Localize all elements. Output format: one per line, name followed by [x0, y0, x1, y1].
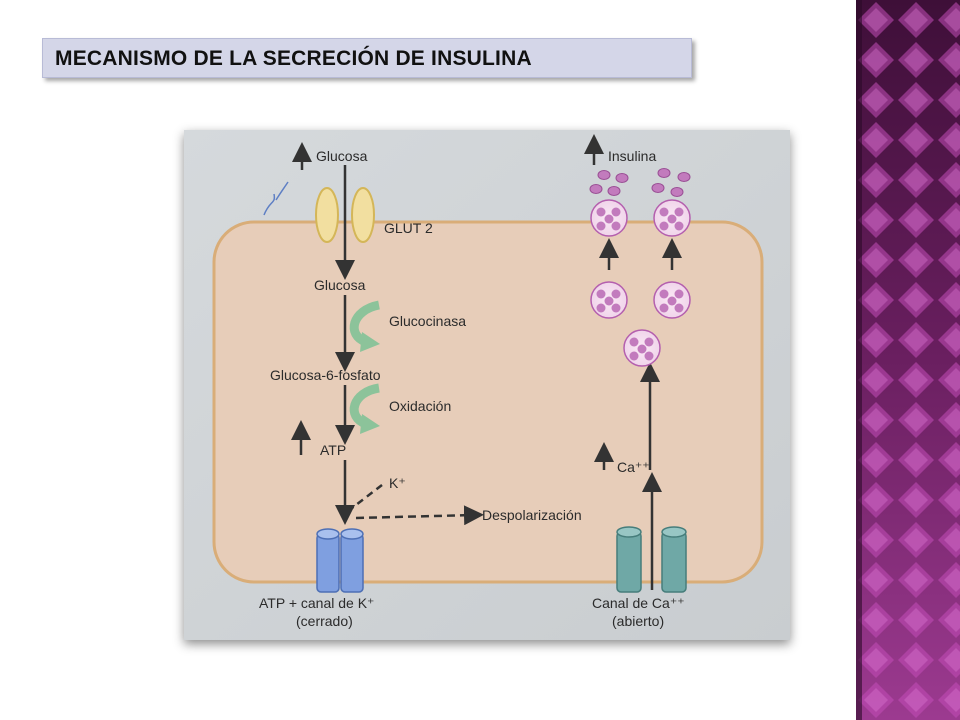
label-atp-channel-state: (cerrado) [296, 613, 353, 629]
insulin-granule [653, 281, 691, 319]
oxidacion-curved-arrow [349, 383, 381, 434]
label-glucosa-inner: Glucosa [314, 277, 366, 293]
insulin-granule [590, 199, 628, 237]
label-glucosa-6-fosfato: Glucosa-6-fosfato [270, 367, 381, 383]
label-glucocinasa: Glucocinasa [389, 313, 466, 329]
released-insulin [589, 168, 691, 197]
glucocinasa-curved-arrow [349, 300, 381, 352]
label-glucosa-top: Glucosa [316, 148, 368, 164]
label-insulina: Insulina [608, 148, 656, 164]
atp-potassium-channel [316, 528, 364, 593]
label-k-ion: K⁺ [389, 475, 406, 491]
label-ca-channel: Canal de Ca⁺⁺ [592, 595, 685, 611]
label-atp: ATP [320, 442, 346, 458]
insulin-granule [590, 281, 628, 319]
handwriting-mark [263, 181, 289, 216]
label-ca-channel-state: (abierto) [612, 613, 664, 629]
label-atp-channel: ATP + canal de K⁺ [259, 595, 374, 611]
label-glut2: GLUT 2 [384, 220, 433, 236]
glut2-transporter [315, 187, 375, 243]
label-oxidacion: Oxidación [389, 398, 451, 414]
insulin-granule [653, 199, 691, 237]
insulin-granule [623, 329, 661, 367]
decorative-pattern [856, 0, 960, 720]
calcium-channel [616, 526, 687, 593]
insulin-secretion-diagram: Glucosa GLUT 2 Glucosa Glucocinasa Gluco… [184, 130, 790, 640]
label-despolarizacion: Despolarización [482, 507, 582, 523]
title-box: MECANISMO DE LA SECRECIÓN DE INSULINA [42, 38, 692, 78]
label-ca-ion: Ca⁺⁺ [617, 459, 650, 475]
beta-cell [212, 220, 764, 584]
slide-title: MECANISMO DE LA SECRECIÓN DE INSULINA [55, 47, 532, 70]
